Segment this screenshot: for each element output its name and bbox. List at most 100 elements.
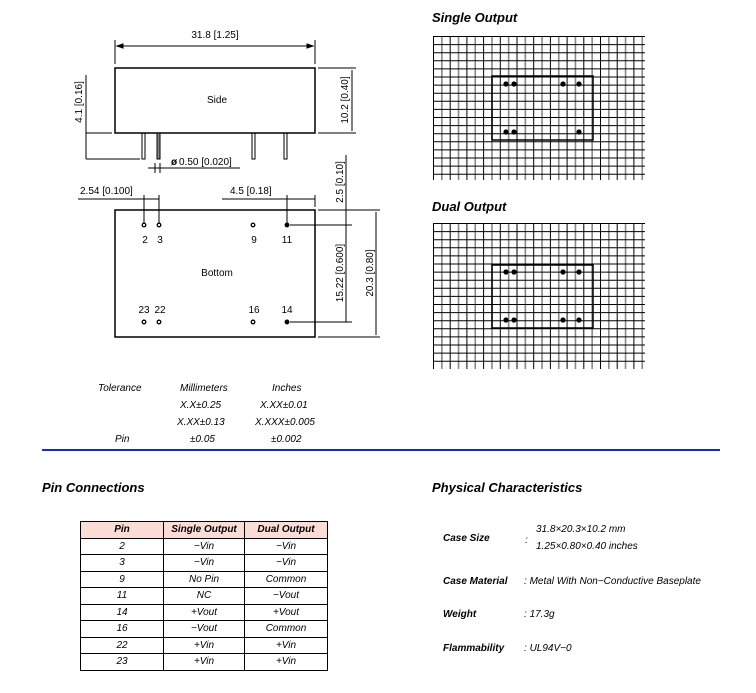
inches-header: Inches xyxy=(272,383,302,394)
pin-tolerance-label: Pin xyxy=(115,434,130,445)
flammability-label: Flammability xyxy=(443,643,505,654)
dual-output-title: Dual Output xyxy=(432,199,507,214)
pin-dot xyxy=(503,81,509,87)
dim-pin-length: 4.1 [0.16] xyxy=(74,81,85,123)
case-size-mm: 31.8×20.3×10.2 mm xyxy=(536,524,626,535)
dim-length: 31.8 [1.25] xyxy=(191,30,238,41)
table-cell: No Pin xyxy=(163,570,245,588)
table-cell: Common xyxy=(244,570,328,588)
table-cell: 3 xyxy=(80,554,164,572)
mechanical-drawing: 31.8 [1.25] Side 10.2 [0.40] 4.1 [0.16] … xyxy=(74,30,380,338)
table-cell: 23 xyxy=(80,653,164,671)
table-cell: +Vout xyxy=(163,603,245,621)
module-outline xyxy=(491,75,594,141)
pin-dot xyxy=(560,81,566,87)
tolerance-mm-3: ±0.05 xyxy=(190,434,215,445)
table-cell: NC xyxy=(163,587,245,605)
col-header-dual: Dual Output xyxy=(244,521,328,539)
tolerance-label: Tolerance xyxy=(98,383,142,394)
table-cell: −Vin xyxy=(163,554,245,572)
section-divider xyxy=(42,449,720,451)
table-row: 14+Vout+Vout xyxy=(80,603,328,621)
mm-header: Millimeters xyxy=(180,383,228,394)
side-label: Side xyxy=(207,95,227,106)
pin-dot xyxy=(511,317,517,323)
tolerance-mm-1: X.X±0.25 xyxy=(180,400,222,411)
flammability-value: UL94V−0 xyxy=(529,643,572,654)
weight-value: 17.3g xyxy=(529,609,555,620)
side-view-body xyxy=(114,67,316,134)
dim-height: 10.2 [0.40] xyxy=(340,76,351,123)
table-cell: +Vin xyxy=(163,636,245,654)
col-header-single: Single Output xyxy=(163,521,245,539)
table-cell: 22 xyxy=(80,636,164,654)
dim-row-spacing: 15.22 [0.600] xyxy=(335,244,346,303)
diameter-icon: ø xyxy=(171,157,178,168)
single-output-title: Single Output xyxy=(432,10,518,25)
pin-dot xyxy=(511,269,517,275)
tolerance-in-3: ±0.002 xyxy=(271,434,302,445)
pin-dot xyxy=(560,317,566,323)
pin-connections-title: Pin Connections xyxy=(42,480,145,495)
table-row: 23+Vin+Vin xyxy=(80,653,328,671)
dim-pitch: 2.54 [0.100] xyxy=(80,186,133,197)
pin-dot xyxy=(560,269,566,275)
dual-output-footprint-grid xyxy=(433,223,645,369)
bottom-label: Bottom xyxy=(201,268,233,279)
physical-title: Physical Characteristics xyxy=(432,480,583,495)
table-row: 22+Vin+Vin xyxy=(80,636,328,654)
table-cell: +Vin xyxy=(244,636,328,654)
single-output-footprint-grid xyxy=(433,36,645,180)
table-cell: Common xyxy=(244,620,328,638)
weight-label: Weight xyxy=(443,609,477,620)
pin-label-22: 22 xyxy=(154,305,166,316)
table-cell: 16 xyxy=(80,620,164,638)
case-size-in: 1.25×0.80×0.40 inches xyxy=(536,541,638,552)
table-cell: −Vout xyxy=(163,620,245,638)
pin-dot xyxy=(503,129,509,135)
module-outline xyxy=(491,264,594,329)
table-row: 3−Vin−Vin xyxy=(80,554,328,572)
table-cell: +Vin xyxy=(244,653,328,671)
pin-label-9: 9 xyxy=(251,235,257,246)
pin-dot xyxy=(576,129,582,135)
pin-dot xyxy=(576,269,582,275)
pin-dot xyxy=(503,269,509,275)
tolerance-in-2: X.XXX±0.005 xyxy=(255,417,315,428)
tolerance-in-1: X.XX±0.01 xyxy=(260,400,308,411)
case-material-label: Case Material xyxy=(443,576,508,587)
table-cell: 11 xyxy=(80,587,164,605)
table-cell: 14 xyxy=(80,603,164,621)
case-material-value: Metal With Non−Conductive Baseplate xyxy=(529,576,701,587)
table-cell: +Vin xyxy=(163,653,245,671)
pin-dot xyxy=(511,129,517,135)
dim-top-offset: 2.5 [0.10] xyxy=(335,161,346,203)
pin-label-3: 3 xyxy=(157,235,163,246)
pin-label-23: 23 xyxy=(138,305,150,316)
table-row: 2−Vin−Vin xyxy=(80,537,328,555)
table-cell: −Vin xyxy=(244,554,328,572)
pin-label-2: 2 xyxy=(142,235,148,246)
dim-pin-dia: 0.50 [0.020] xyxy=(179,157,232,168)
pin-dot xyxy=(576,81,582,87)
pin-dot xyxy=(503,317,509,323)
pin-dot xyxy=(576,317,582,323)
pin-label-14: 14 xyxy=(281,305,293,316)
pin-dot xyxy=(511,81,517,87)
dim-width: 20.3 [0.80] xyxy=(365,249,376,296)
table-cell: 9 xyxy=(80,570,164,588)
table-cell: 2 xyxy=(80,537,164,555)
dim-edge: 4.5 [0.18] xyxy=(230,186,272,197)
bottom-view-body xyxy=(114,209,316,338)
table-cell: +Vout xyxy=(244,603,328,621)
table-cell: −Vout xyxy=(244,587,328,605)
pin-label-16: 16 xyxy=(248,305,260,316)
case-size-label: Case Size xyxy=(443,533,490,544)
pin-label-11: 11 xyxy=(282,235,293,246)
tolerance-mm-2: X.XX±0.13 xyxy=(177,417,225,428)
col-header-pin: Pin xyxy=(80,521,164,539)
